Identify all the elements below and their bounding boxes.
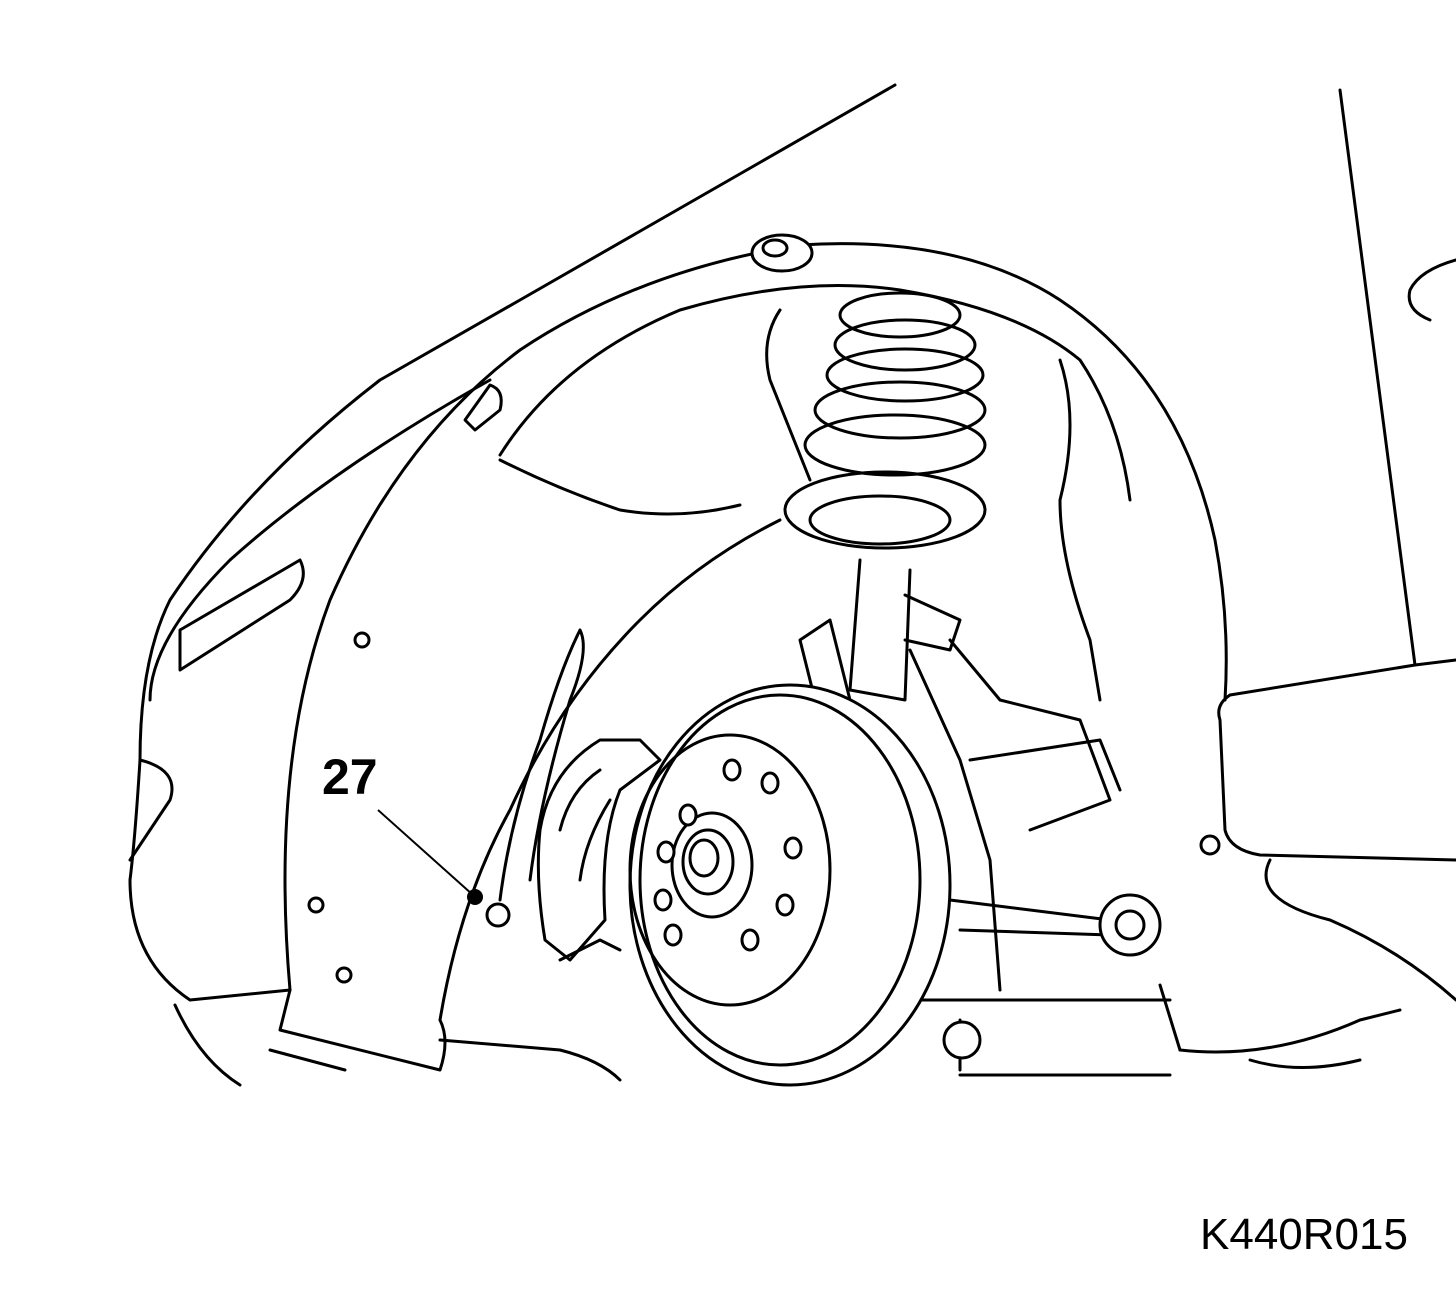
body-side-panel <box>1217 88 1456 1002</box>
strut-coil-spring <box>765 291 987 702</box>
callout-label-27: 27 <box>322 749 378 805</box>
suspension-arms <box>798 618 1182 1072</box>
figure-reference-id: K440R015 <box>1200 1210 1408 1259</box>
callout-27-dot <box>467 889 483 905</box>
fender-body <box>128 83 897 1087</box>
wheel-arch-liner <box>278 233 1228 1072</box>
undercarriage <box>268 1008 1402 1082</box>
callout-27-leader <box>377 809 511 928</box>
brake-caliper <box>536 738 662 962</box>
brake-disc <box>628 683 952 1087</box>
liner-screws <box>307 631 1221 984</box>
hub-bolt-holes <box>653 758 803 952</box>
